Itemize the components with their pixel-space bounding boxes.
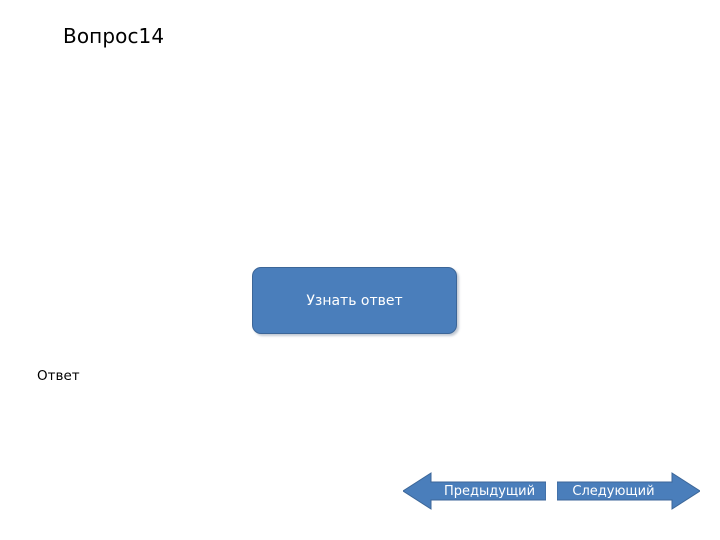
arrow-right-icon [557,472,700,510]
reveal-answer-button-label: Узнать ответ [306,292,403,309]
page-title: Вопрос14 [63,24,165,48]
arrow-left-icon [403,472,546,510]
next-question-button[interactable]: Следующий [557,472,700,510]
previous-question-button[interactable]: Предыдущий [403,472,546,510]
answer-label: Ответ [37,368,80,384]
reveal-answer-button[interactable]: Узнать ответ [252,267,457,334]
